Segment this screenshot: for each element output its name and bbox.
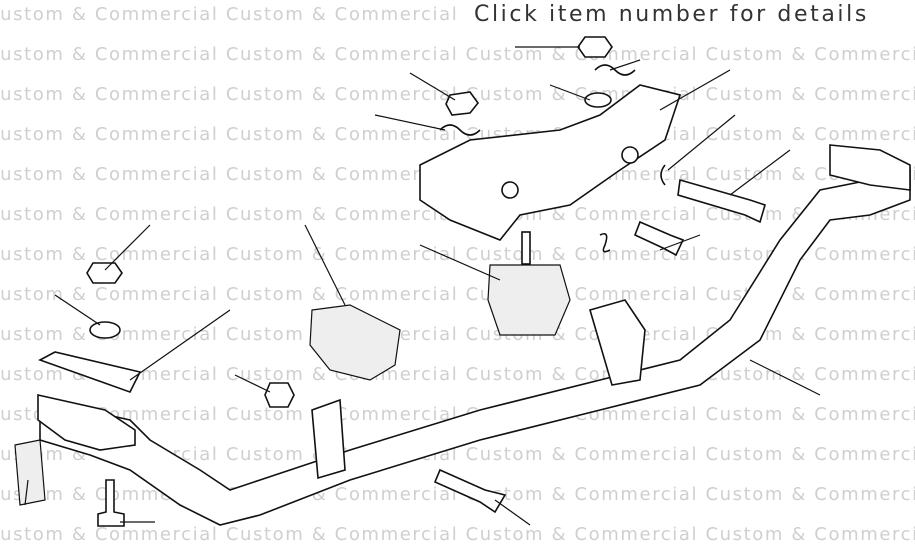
frame-bracket-right[interactable] [589, 299, 646, 386]
callout-leader[interactable] [659, 234, 701, 251]
bolt[interactable] [97, 479, 125, 527]
nut[interactable] [577, 36, 613, 58]
transmission-mount-bracket[interactable] [419, 84, 682, 241]
callout-leader[interactable] [234, 374, 271, 393]
instruction-text: Click item number for details [470, 2, 873, 27]
callout-leader[interactable] [494, 499, 531, 526]
callout-leader[interactable] [729, 149, 791, 196]
bracket-hole [501, 181, 519, 199]
washer[interactable] [89, 321, 121, 339]
bolt[interactable] [633, 220, 685, 257]
nut[interactable] [86, 262, 123, 284]
rubber-pad[interactable] [14, 439, 46, 506]
spring-clip[interactable] [599, 232, 611, 253]
bolt[interactable] [677, 178, 766, 224]
callout-leader[interactable] [304, 224, 346, 306]
plate[interactable] [38, 351, 142, 393]
callout-leader[interactable] [549, 84, 591, 101]
callout-leaders [24, 46, 821, 526]
callout-leader[interactable] [374, 114, 446, 131]
bolt[interactable] [433, 468, 507, 514]
crossmember[interactable] [39, 168, 911, 526]
callout-leader[interactable] [749, 359, 821, 396]
callout-leader[interactable] [419, 244, 501, 281]
callout-leader[interactable] [609, 59, 641, 71]
spring-clip[interactable] [660, 164, 666, 186]
callout-leader[interactable] [659, 69, 731, 111]
callout-leader[interactable] [24, 479, 29, 506]
frame-end-bracket[interactable] [37, 394, 136, 451]
engine-mount-left[interactable] [309, 304, 401, 381]
crossmember-end-bracket[interactable] [829, 144, 911, 191]
engine-mount-center[interactable] [487, 264, 571, 336]
mount-stud [521, 231, 531, 265]
washer[interactable] [584, 92, 612, 108]
spring-clip[interactable] [439, 124, 481, 136]
spring-clip[interactable] [594, 64, 636, 76]
callout-leader[interactable] [104, 224, 151, 271]
callout-leader[interactable] [54, 294, 101, 326]
bracket-hole [621, 146, 639, 164]
callout-leader[interactable] [409, 72, 456, 101]
nut[interactable] [264, 382, 295, 408]
nut[interactable] [445, 91, 480, 116]
callout-leader[interactable] [129, 309, 231, 381]
callout-leader[interactable] [667, 114, 736, 171]
frame-bracket-left[interactable] [311, 398, 346, 480]
